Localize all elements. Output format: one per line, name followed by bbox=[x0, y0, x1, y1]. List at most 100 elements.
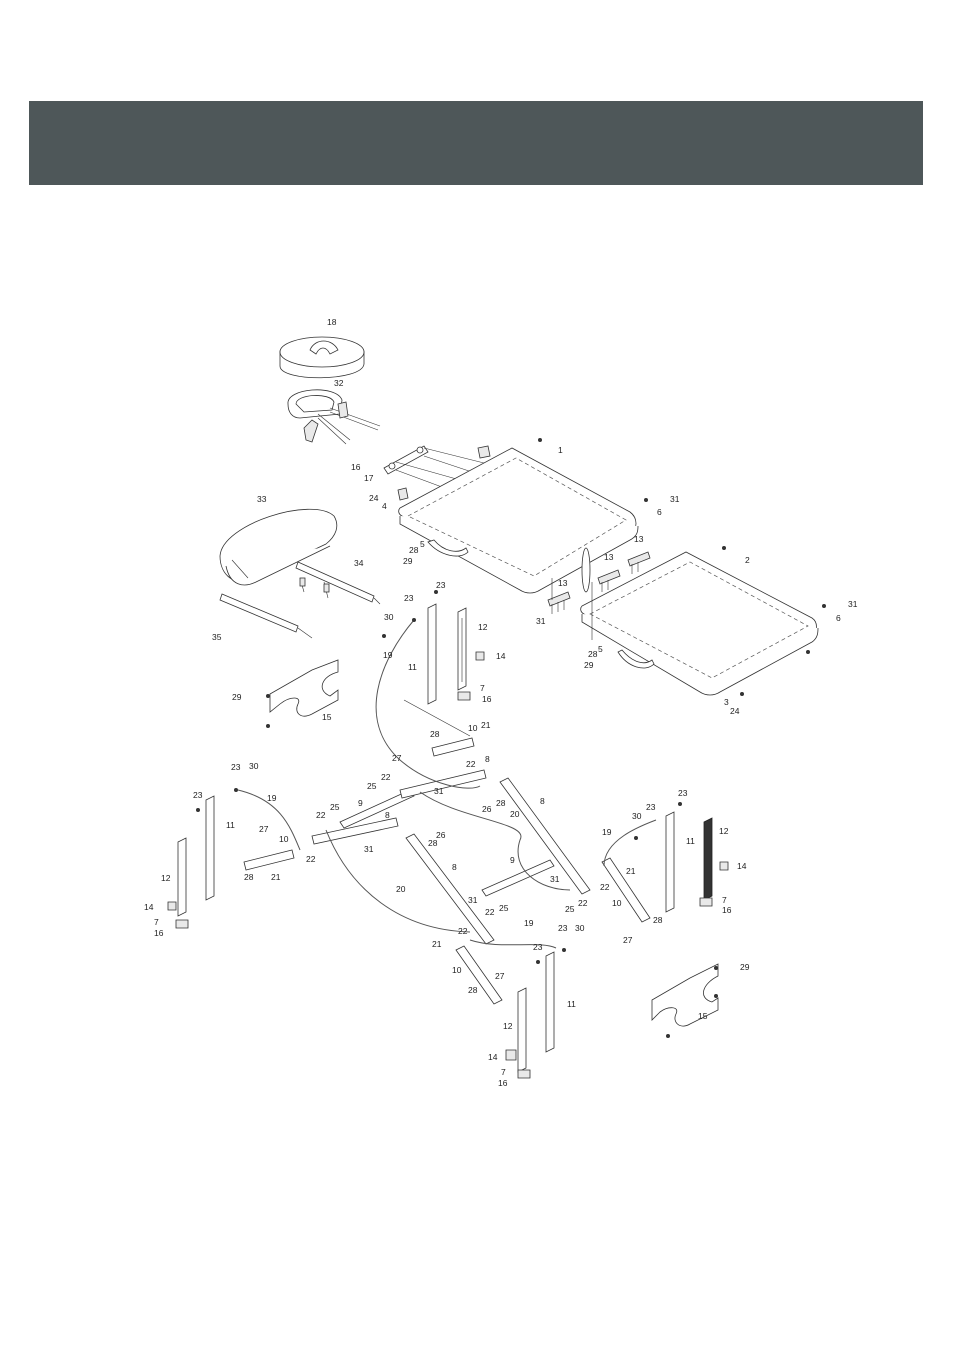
callout-27: 27 bbox=[392, 753, 402, 763]
callout-31: 31 bbox=[364, 844, 374, 854]
callout-25: 25 bbox=[367, 781, 377, 791]
callout-18: 18 bbox=[327, 317, 337, 327]
callout-22: 22 bbox=[466, 759, 476, 769]
callout-31: 31 bbox=[434, 786, 444, 796]
face-cushion bbox=[279, 336, 365, 379]
callout-9: 9 bbox=[358, 798, 363, 808]
callout-22: 22 bbox=[600, 882, 610, 892]
callout-31: 31 bbox=[536, 616, 546, 626]
callout-13: 13 bbox=[558, 578, 568, 588]
callout-7: 7 bbox=[480, 683, 485, 693]
callout-10: 10 bbox=[468, 723, 478, 733]
callout-24: 24 bbox=[730, 706, 740, 716]
callout-25: 25 bbox=[499, 903, 509, 913]
callout-31: 31 bbox=[550, 874, 560, 884]
callout-28: 28 bbox=[430, 729, 440, 739]
callout-29: 29 bbox=[403, 556, 413, 566]
callout-23: 23 bbox=[558, 923, 568, 933]
callout-8: 8 bbox=[385, 810, 390, 820]
callout-21: 21 bbox=[271, 872, 281, 882]
callout-16: 16 bbox=[722, 905, 732, 915]
callout-4: 4 bbox=[382, 501, 387, 511]
callout-20: 20 bbox=[510, 809, 520, 819]
callout-23: 23 bbox=[678, 788, 688, 798]
callout-28: 28 bbox=[409, 545, 419, 555]
callout-labels: 18 32 1 16 17 24 4 31 6 33 5 28 29 13 13… bbox=[144, 317, 858, 1088]
callout-12: 12 bbox=[503, 1021, 513, 1031]
callout-14: 14 bbox=[496, 651, 506, 661]
callout-28: 28 bbox=[428, 838, 438, 848]
callout-10: 10 bbox=[612, 898, 622, 908]
callout-23: 23 bbox=[193, 790, 203, 800]
callout-24: 24 bbox=[369, 493, 379, 503]
tube-34 bbox=[295, 561, 375, 603]
callout-14: 14 bbox=[144, 902, 154, 912]
callout-28: 28 bbox=[588, 649, 598, 659]
callout-30: 30 bbox=[575, 923, 585, 933]
side-bracket-left bbox=[269, 659, 339, 717]
callout-21: 21 bbox=[481, 720, 491, 730]
hinges bbox=[547, 547, 651, 640]
callout-23: 23 bbox=[533, 942, 543, 952]
callout-5: 5 bbox=[598, 644, 603, 654]
callout-6: 6 bbox=[836, 613, 841, 623]
head-bracket bbox=[383, 445, 491, 501]
table-top-1 bbox=[398, 447, 639, 594]
callout-7: 7 bbox=[722, 895, 727, 905]
callout-22: 22 bbox=[381, 772, 391, 782]
callout-16: 16 bbox=[154, 928, 164, 938]
callout-16: 16 bbox=[482, 694, 492, 704]
callout-3: 3 bbox=[724, 697, 729, 707]
callout-11: 11 bbox=[686, 836, 695, 846]
callout-29: 29 bbox=[584, 660, 594, 670]
callout-22: 22 bbox=[578, 898, 588, 908]
callout-11: 11 bbox=[226, 820, 235, 830]
handle-left bbox=[427, 539, 469, 557]
callout-26: 26 bbox=[436, 830, 446, 840]
table-top-2 bbox=[580, 551, 819, 696]
callout-1: 1 bbox=[558, 445, 563, 455]
callout-7: 7 bbox=[501, 1067, 506, 1077]
handle-right bbox=[617, 649, 655, 669]
callout-27: 27 bbox=[495, 971, 505, 981]
callout-19: 19 bbox=[383, 650, 393, 660]
face-cradle-frame bbox=[287, 389, 381, 445]
callout-28: 28 bbox=[653, 915, 663, 925]
callout-23: 23 bbox=[646, 802, 656, 812]
callout-12: 12 bbox=[478, 622, 488, 632]
cables bbox=[237, 619, 657, 949]
callout-28: 28 bbox=[244, 872, 254, 882]
header-band bbox=[29, 101, 923, 185]
legs bbox=[177, 603, 713, 1073]
callout-19: 19 bbox=[267, 793, 277, 803]
callout-35: 35 bbox=[212, 632, 222, 642]
callout-26: 26 bbox=[482, 804, 492, 814]
callout-27: 27 bbox=[259, 824, 269, 834]
callout-21: 21 bbox=[432, 939, 442, 949]
callout-22: 22 bbox=[485, 907, 495, 917]
screws bbox=[196, 438, 826, 1038]
callout-10: 10 bbox=[279, 834, 289, 844]
callout-8: 8 bbox=[485, 754, 490, 764]
callout-8: 8 bbox=[540, 796, 545, 806]
callout-23: 23 bbox=[436, 580, 446, 590]
callout-29: 29 bbox=[740, 962, 750, 972]
callout-2: 2 bbox=[745, 555, 750, 565]
callout-30: 30 bbox=[384, 612, 394, 622]
callout-11: 11 bbox=[408, 662, 417, 672]
callout-21: 21 bbox=[626, 866, 636, 876]
callout-11: 11 bbox=[567, 999, 576, 1009]
callout-19: 19 bbox=[602, 827, 612, 837]
callout-22: 22 bbox=[306, 854, 316, 864]
callout-30: 30 bbox=[249, 761, 259, 771]
callout-34: 34 bbox=[354, 558, 364, 568]
callout-14: 14 bbox=[737, 861, 747, 871]
armrest-cushion bbox=[219, 508, 338, 599]
callout-32: 32 bbox=[334, 378, 344, 388]
callout-9: 9 bbox=[510, 855, 515, 865]
callout-20: 20 bbox=[396, 884, 406, 894]
callout-22: 22 bbox=[316, 810, 326, 820]
callout-13: 13 bbox=[634, 534, 644, 544]
callout-27: 27 bbox=[623, 935, 633, 945]
